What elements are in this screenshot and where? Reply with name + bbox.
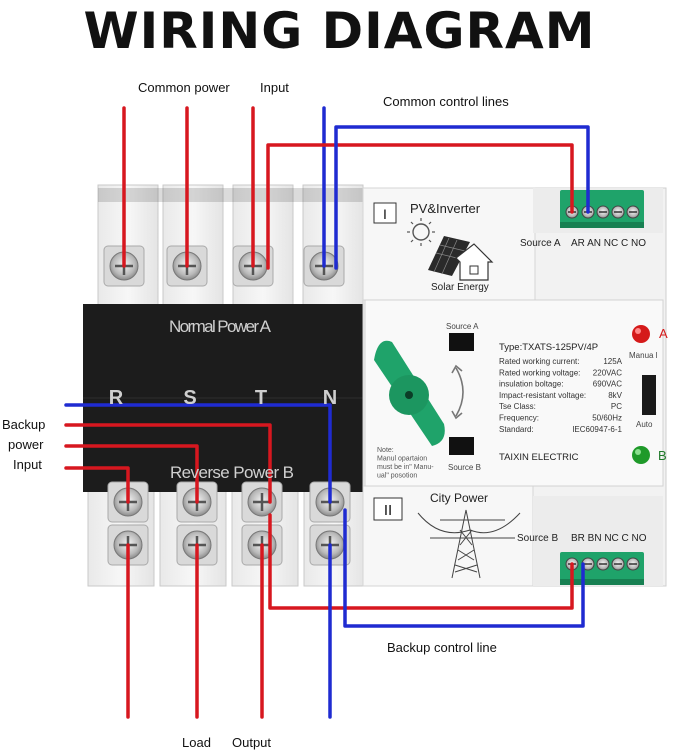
wires (64, 106, 590, 719)
note-line: Note: (377, 447, 394, 454)
panel-source-b: Source B (448, 463, 481, 472)
backup-label: Backup (2, 417, 46, 432)
spec-label: Tse Class: (499, 402, 536, 411)
spec-label: insulation boltage: (499, 380, 564, 389)
city-power-label: City Power (430, 491, 488, 505)
backup-control-line-label: Backup control line (387, 640, 497, 655)
indicator-b-led (632, 446, 650, 464)
spec-label: Impact-resistant voltage: (499, 391, 586, 400)
source-i-badge (373, 202, 397, 224)
power-tower-icon (417, 509, 521, 579)
control-terminal-screw (596, 205, 610, 219)
phase-letter-s: S (183, 387, 196, 409)
rotation-arrow-icon (451, 364, 464, 420)
common-control-lines-label: Common control lines (383, 94, 509, 109)
control-terminal-screw (611, 205, 625, 219)
control-terminal-screw (611, 557, 625, 571)
backup-control-red (268, 513, 574, 610)
source-a-window (449, 333, 474, 351)
source-b-window (449, 437, 474, 455)
manual-label: Manua l (629, 351, 658, 360)
brand-label: TAIXIN ELECTRIC (499, 452, 579, 463)
spec-list: Rated working current: 125A Rated working … (499, 357, 623, 434)
spec-label: Frequency: (499, 414, 539, 423)
backup-wire-2 (64, 444, 199, 504)
spec-value: 50/60Hz (592, 414, 622, 423)
control-terminal-screw (626, 205, 640, 219)
spec-value: IEC60947-6-1 (572, 425, 622, 434)
terminal-labels-b: BR BN NC C NO (571, 533, 647, 544)
phase-letter-n: N (323, 387, 337, 409)
phase-letter-r: R (109, 387, 124, 409)
note-line: must be in" Manu- (377, 464, 434, 471)
switch-handle[interactable] (374, 340, 445, 446)
backup-wire-3 (64, 466, 130, 504)
indicator-a-led (632, 325, 650, 343)
terminal-labels-a: AR AN NC C NO (571, 238, 646, 249)
solar-energy-label: Solar Energy (431, 282, 489, 293)
source-i-name: PV&Inverter (410, 201, 481, 216)
source-i-roman: I (383, 206, 387, 222)
common-power-label: Common power (138, 80, 230, 95)
spec-value: 125A (603, 357, 622, 366)
source-b-label: Source B (517, 533, 558, 544)
indicator-b-label: B (658, 448, 667, 463)
output-label: Output (232, 735, 272, 750)
source-ii-badge (373, 497, 403, 521)
panel-source-a: Source A (446, 322, 479, 331)
source-a-label: Source A (520, 238, 561, 249)
power-label: power (8, 437, 44, 452)
spec-value: PC (611, 402, 622, 411)
spec-label: Standard: (499, 425, 534, 434)
type-label: Type:TXATS-125PV/4P (499, 342, 598, 353)
control-terminal-screw (626, 557, 640, 571)
solar-panel-icon (407, 218, 494, 281)
control-line-blue-a (334, 125, 590, 270)
backup-wire-n (64, 403, 332, 504)
control-line-red-a (266, 143, 574, 270)
spec-value: 220VAC (593, 368, 622, 377)
spec-value: 8kV (608, 391, 622, 400)
manual-auto-switch[interactable] (642, 375, 656, 415)
terminal-screws-b (565, 557, 640, 571)
phase-letter-t: T (255, 387, 267, 409)
note-line: ual" posotion (377, 473, 417, 480)
spec-label: Rated working current: (499, 357, 579, 366)
normal-power-label: Normal Power A (169, 317, 272, 336)
backup-control-blue (343, 508, 585, 628)
input-bottom-label: Input (13, 457, 42, 472)
source-ii-roman: II (384, 502, 392, 519)
control-terminal-screw (596, 557, 610, 571)
auto-label: Auto (636, 420, 653, 429)
backup-wire-1 (64, 423, 272, 504)
note-line: Manul opartaion (377, 456, 427, 463)
input-top-label: Input (260, 80, 289, 95)
load-label: Load (182, 735, 211, 750)
spec-label: Rated working voltage: (499, 368, 580, 377)
spec-value: 690VAC (593, 380, 622, 389)
reverse-power-label: Reverse Power B (170, 463, 294, 482)
indicator-a-label: A (659, 326, 668, 341)
page-title: WIRING DIAGRAM (83, 2, 596, 60)
terminal-screws-a (565, 205, 640, 219)
terminal-screw (241, 481, 283, 523)
